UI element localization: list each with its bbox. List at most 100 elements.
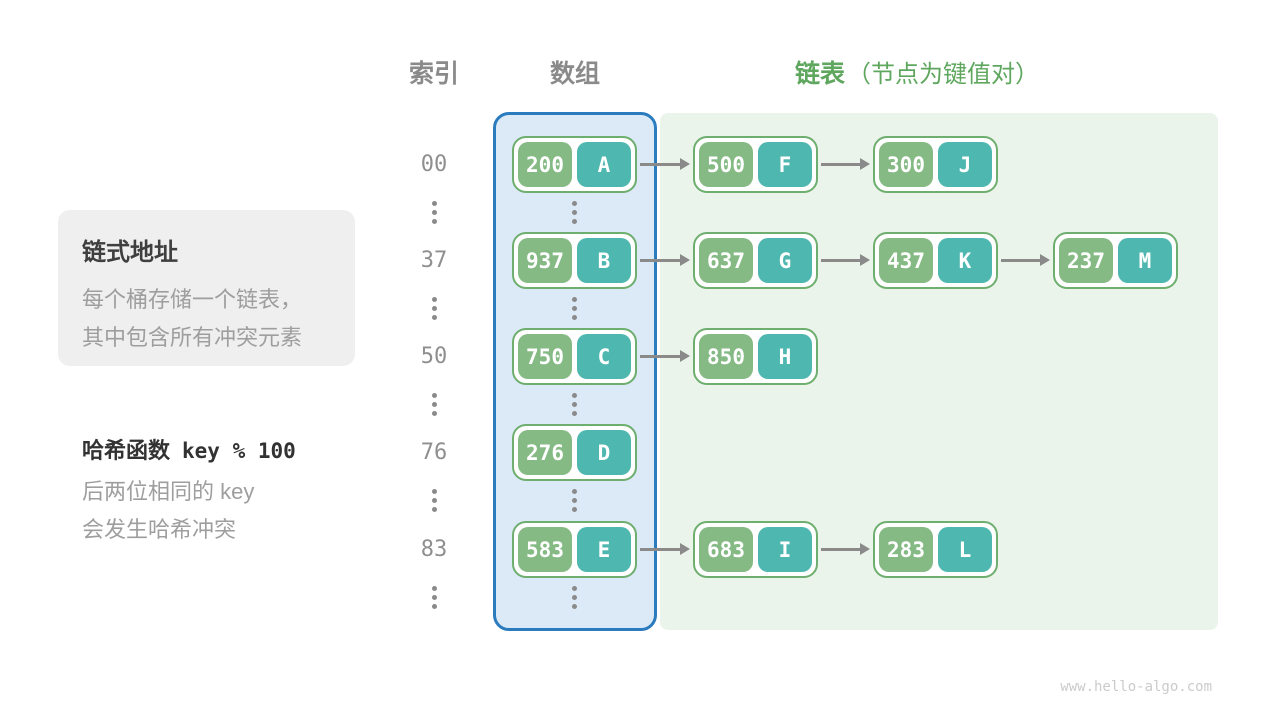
node-value-pill: M <box>1118 238 1172 283</box>
ellipsis-dot <box>572 604 577 609</box>
index-ellipsis-dots <box>432 297 437 320</box>
info-box-title: 链式地址 <box>82 239 178 266</box>
ellipsis-dot <box>572 586 577 591</box>
ellipsis-dot <box>432 393 437 398</box>
node-key-pill: 683 <box>699 527 753 572</box>
hash-function-title: 哈希函数 key % 100 <box>82 433 296 465</box>
hash-function-code: key % 100 <box>182 439 296 463</box>
chain-header-note: （节点为键值对） <box>847 61 1040 88</box>
array-ellipsis-dots <box>572 201 577 224</box>
array-ellipsis-dots <box>572 489 577 512</box>
node-key-pill: 276 <box>518 430 572 475</box>
next-pointer-arrow <box>821 543 870 555</box>
ellipsis-dot <box>572 219 577 224</box>
node-key-pill: 583 <box>518 527 572 572</box>
hash-function-note: 哈希函数 key % 100 后两位相同的 key 会发生哈希冲突 <box>82 433 296 549</box>
ellipsis-dot <box>432 507 437 512</box>
info-box-line-1: 每个桶存储一个链表， <box>82 287 303 312</box>
hash-note-lines: 后两位相同的 key 会发生哈希冲突 <box>82 473 296 549</box>
ellipsis-dot <box>432 306 437 311</box>
ellipsis-dot <box>572 210 577 215</box>
row-index-label: 37 <box>420 248 448 273</box>
next-pointer-arrow <box>640 543 690 555</box>
row-index-label: 83 <box>420 537 448 562</box>
index-ellipsis-dots <box>432 393 437 416</box>
node-key-pill: 300 <box>879 142 933 187</box>
node-value-pill: J <box>938 142 992 187</box>
next-pointer-arrow <box>640 158 690 170</box>
ellipsis-dot <box>432 210 437 215</box>
array-ellipsis-dots <box>572 393 577 416</box>
ellipsis-dot <box>432 315 437 320</box>
index-column-header: 索引 <box>408 60 459 88</box>
index-ellipsis-dots <box>432 201 437 224</box>
ellipsis-dot <box>572 315 577 320</box>
hash-note-line-1: 后两位相同的 key <box>82 479 255 504</box>
index-ellipsis-dots <box>432 489 437 512</box>
array-ellipsis-dots <box>572 297 577 320</box>
ellipsis-dot <box>572 306 577 311</box>
ellipsis-dot <box>572 201 577 206</box>
node-value-pill: K <box>938 238 992 283</box>
ellipsis-dot <box>572 402 577 407</box>
node-value-pill: H <box>758 334 812 379</box>
node-key-pill: 283 <box>879 527 933 572</box>
ellipsis-dot <box>572 595 577 600</box>
row-index-label: 50 <box>420 344 448 369</box>
ellipsis-dot <box>432 402 437 407</box>
hash-note-line-2: 会发生哈希冲突 <box>82 517 237 542</box>
ellipsis-dot <box>572 411 577 416</box>
ellipsis-dot <box>572 489 577 494</box>
array-ellipsis-dots <box>572 586 577 609</box>
node-value-pill: A <box>577 142 631 187</box>
ellipsis-dot <box>432 498 437 503</box>
next-pointer-arrow <box>821 158 870 170</box>
ellipsis-dot <box>432 489 437 494</box>
row-index-label: 76 <box>420 440 448 465</box>
next-pointer-arrow <box>640 254 690 266</box>
chain-column-header: 链表（节点为键值对） <box>795 54 1039 90</box>
ellipsis-dot <box>432 411 437 416</box>
ellipsis-dot <box>432 586 437 591</box>
ellipsis-dot <box>572 498 577 503</box>
ellipsis-dot <box>432 297 437 302</box>
next-pointer-arrow <box>640 350 690 362</box>
node-value-pill: I <box>758 527 812 572</box>
ellipsis-dot <box>572 507 577 512</box>
ellipsis-dot <box>432 595 437 600</box>
node-key-pill: 437 <box>879 238 933 283</box>
next-pointer-arrow <box>1001 254 1050 266</box>
info-box-line-2: 其中包含所有冲突元素 <box>82 325 303 350</box>
node-key-pill: 237 <box>1059 238 1113 283</box>
node-value-pill: D <box>577 430 631 475</box>
node-value-pill: E <box>577 527 631 572</box>
next-pointer-arrow <box>821 254 870 266</box>
node-value-pill: B <box>577 238 631 283</box>
ellipsis-dot <box>432 201 437 206</box>
array-column-header: 数组 <box>549 60 600 88</box>
ellipsis-dot <box>572 297 577 302</box>
row-index-label: 00 <box>420 152 448 177</box>
ellipsis-dot <box>432 219 437 224</box>
node-value-pill: G <box>758 238 812 283</box>
ellipsis-dot <box>572 393 577 398</box>
node-key-pill: 500 <box>699 142 753 187</box>
node-key-pill: 937 <box>518 238 572 283</box>
hash-function-label: 哈希函数 <box>82 438 171 463</box>
ellipsis-dot <box>432 604 437 609</box>
watermark: www.hello-algo.com <box>1060 679 1212 695</box>
node-value-pill: L <box>938 527 992 572</box>
